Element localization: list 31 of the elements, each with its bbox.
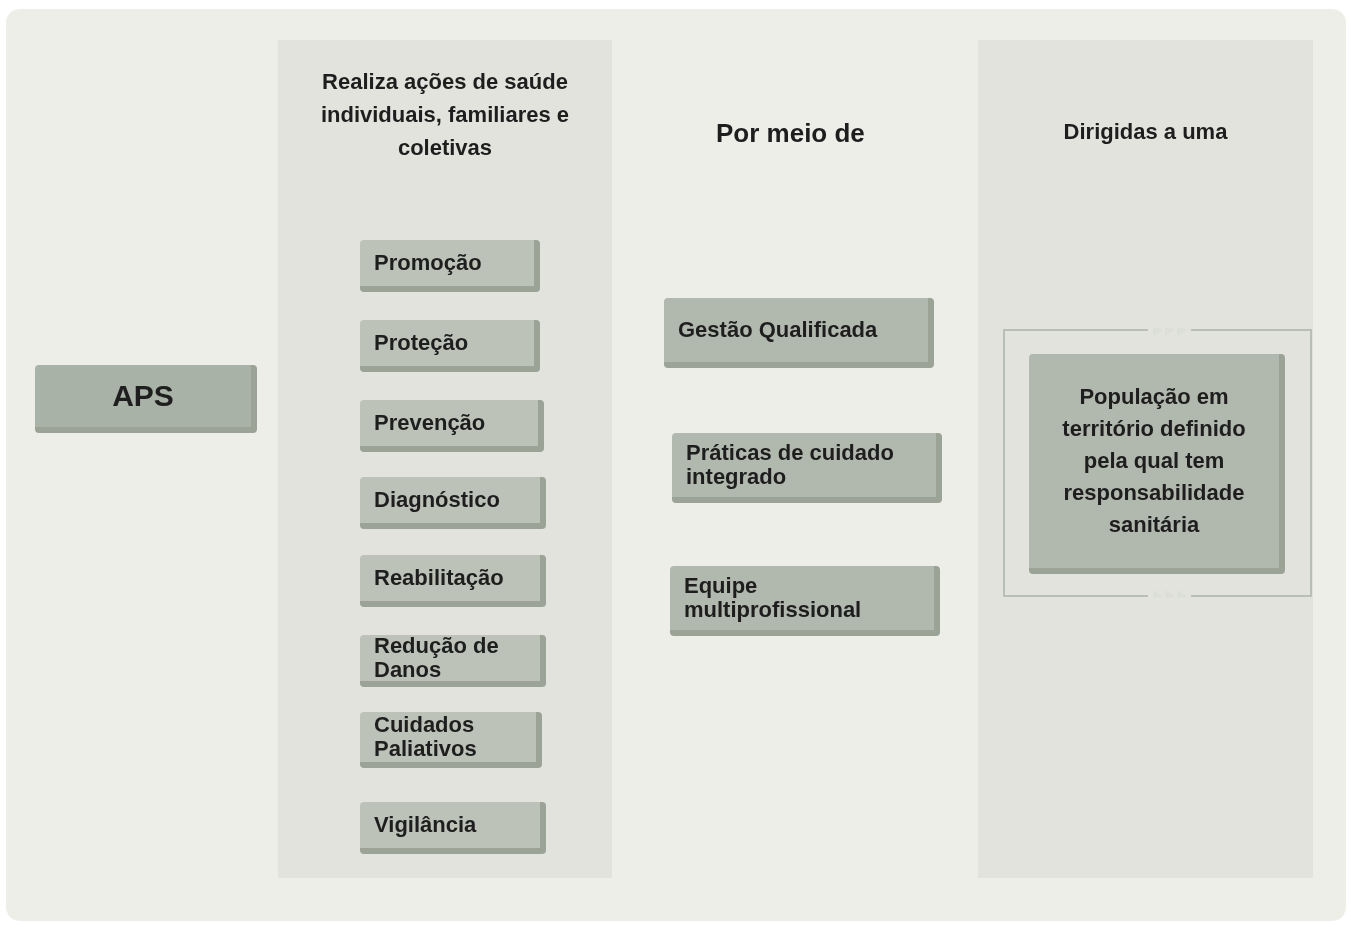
process-box bbox=[360, 240, 540, 292]
process-box bbox=[360, 712, 542, 768]
column-band bbox=[978, 40, 1313, 878]
box-label: APS bbox=[111, 378, 175, 415]
process-box bbox=[360, 320, 540, 372]
column-heading: Dirigidas a uma bbox=[1062, 118, 1229, 146]
process-box bbox=[360, 802, 546, 854]
box-label: Prevenção bbox=[374, 410, 486, 436]
box-label: Reabilitação bbox=[374, 565, 504, 591]
box-label: Vigilância bbox=[374, 812, 477, 838]
box-label: Cuidados Paliativos bbox=[374, 712, 478, 762]
column-heading: Realiza ações de saúde individuais, familiares e coletivas bbox=[319, 68, 571, 162]
box-label: Gestão Qualificada bbox=[678, 317, 878, 343]
box-label: Equipe multiprofissional bbox=[684, 573, 863, 623]
box-label: Redução de Danos bbox=[374, 633, 500, 683]
process-box bbox=[664, 298, 934, 368]
column-heading: Por meio de bbox=[716, 118, 865, 149]
box-label: Promoção bbox=[374, 250, 482, 276]
box-label: Práticas de cuidado integrado bbox=[686, 440, 895, 490]
column-band bbox=[278, 40, 612, 878]
process-box bbox=[360, 635, 546, 687]
box-label: População em território definido pela qual tem responsabilidade sanitária bbox=[1061, 383, 1247, 539]
process-box bbox=[360, 400, 544, 452]
process-box bbox=[360, 555, 546, 607]
process-box bbox=[1029, 354, 1285, 574]
box-label: Diagnóstico bbox=[374, 487, 500, 513]
process-box bbox=[35, 365, 257, 433]
process-box bbox=[672, 433, 942, 503]
box-label: Proteção bbox=[374, 330, 469, 356]
process-box bbox=[360, 477, 546, 529]
process-box bbox=[670, 566, 940, 636]
